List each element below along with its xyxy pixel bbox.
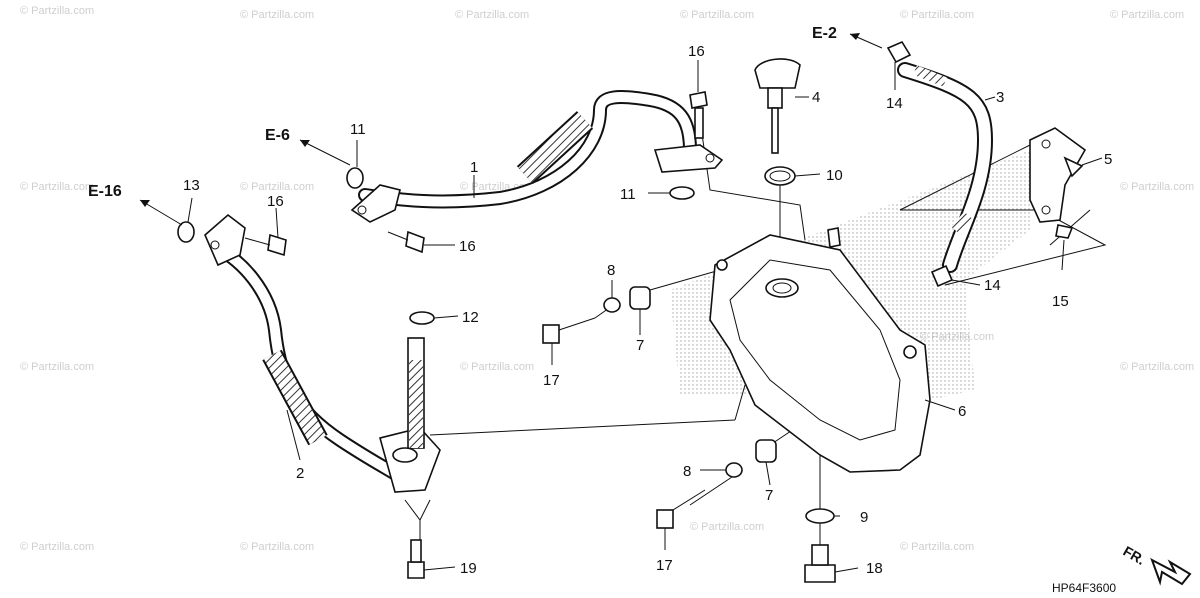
callout-8: 8 (683, 463, 691, 480)
drain-bolt (804, 564, 836, 583)
upper-oil-pipe (350, 90, 724, 223)
callout-9: 9 (860, 509, 868, 526)
callout-14: 14 (984, 277, 1001, 294)
callout-14: 14 (886, 95, 903, 112)
front-arrow-icon (1150, 557, 1192, 586)
callout-16: 16 (688, 43, 705, 60)
watermark-text: © Partzilla.com (1110, 9, 1184, 21)
callout-5: 5 (1104, 151, 1112, 168)
callout-18: 18 (866, 560, 883, 577)
callout-16: 16 (459, 238, 476, 255)
bolt-head (542, 324, 560, 344)
callout-17: 17 (656, 557, 673, 574)
bolt-head (656, 509, 674, 529)
watermark-text: © Partzilla.com (240, 181, 314, 193)
watermark-layer: © Partzilla.com © Partzilla.com © Partzi… (20, 5, 1194, 553)
callout-11: 11 (620, 186, 636, 203)
callout-1: 1 (470, 159, 478, 176)
grommet (629, 286, 651, 310)
reference-arrows (139, 33, 883, 226)
watermark-text: © Partzilla.com (20, 5, 94, 17)
washer (725, 462, 743, 478)
watermark-text: © Partzilla.com (1120, 361, 1194, 373)
ref-e2: E-2 (812, 25, 837, 42)
bolt (267, 233, 287, 257)
callout-13: 13 (183, 177, 200, 194)
breather-hose (897, 62, 994, 273)
ref-e16: E-16 (88, 183, 122, 200)
callout-17: 17 (543, 372, 560, 389)
figure-code: HP64F3600 (1052, 581, 1116, 595)
watermark-text: © Partzilla.com (20, 361, 94, 373)
callout-7: 7 (765, 487, 773, 504)
callout-19: 19 (460, 560, 477, 577)
callout-6: 6 (958, 403, 966, 420)
bolt (689, 91, 708, 109)
o-ring (177, 221, 195, 243)
mounting-bracket (1029, 127, 1087, 223)
callout-8: 8 (607, 262, 615, 279)
hose-clip (886, 40, 954, 288)
callout-4: 4 (812, 89, 820, 106)
watermark-text: © Partzilla.com (680, 9, 754, 21)
dipstick-cap (754, 58, 801, 154)
front-direction-indicator: FR. (1121, 543, 1192, 586)
watermark-text: © Partzilla.com (20, 541, 94, 553)
oil-strainer (407, 311, 435, 449)
watermark-text: © Partzilla.com (900, 541, 974, 553)
callout-leaders (187, 60, 1103, 573)
cross-references: E-2 E-6 E-16 (88, 25, 837, 200)
small-hardware (177, 91, 1074, 583)
watermark-text: © Partzilla.com (455, 9, 529, 21)
callout-16: 16 (267, 193, 284, 210)
watermark-text: © Partzilla.com (240, 541, 314, 553)
washer (603, 297, 621, 313)
callout-labels: 1 2 3 4 5 6 7 7 8 8 9 10 11 11 12 13 14 … (183, 43, 1112, 577)
callout-11: 11 (350, 121, 366, 138)
callout-12: 12 (462, 309, 479, 326)
grommet (755, 439, 777, 463)
washer (805, 508, 835, 524)
bolt (405, 230, 425, 254)
lower-oil-pipe (204, 213, 441, 493)
front-label: FR. (1121, 543, 1149, 568)
o-ring (346, 167, 364, 189)
o-ring (669, 186, 695, 200)
callout-7: 7 (636, 337, 644, 354)
watermark-text: © Partzilla.com (240, 9, 314, 21)
ref-e6: E-6 (265, 127, 290, 144)
watermark-text: © Partzilla.com (20, 181, 94, 193)
callout-15: 15 (1052, 293, 1069, 310)
watermark-text: © Partzilla.com (900, 9, 974, 21)
watermark-text: © Partzilla.com (1120, 181, 1194, 193)
oil-tank (709, 227, 931, 473)
callout-2: 2 (296, 465, 304, 482)
bolt (407, 561, 425, 579)
bolt (1055, 224, 1074, 239)
watermark-text: © Partzilla.com (690, 521, 764, 533)
watermark-text: © Partzilla.com (460, 361, 534, 373)
callout-3: 3 (996, 89, 1004, 106)
callout-10: 10 (826, 167, 843, 184)
